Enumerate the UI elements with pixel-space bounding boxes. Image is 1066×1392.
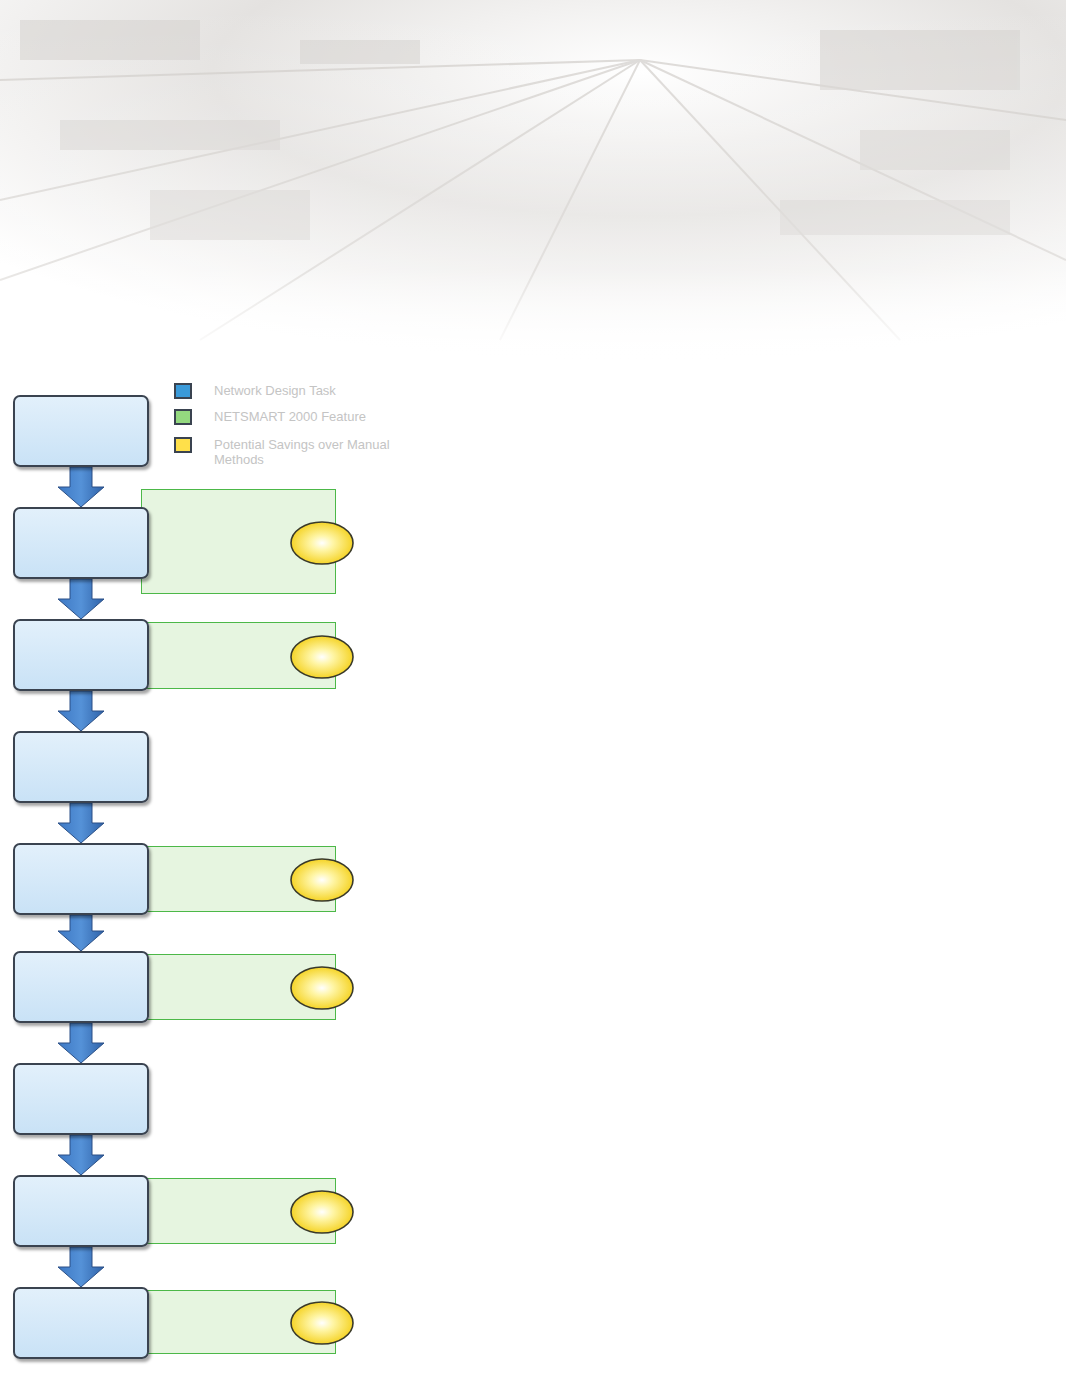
savings-coin [289, 965, 355, 1011]
legend-label: NETSMART 2000 Feature [214, 409, 404, 424]
task-box [13, 507, 149, 579]
legend-item: Potential Savings over Manual Methods [174, 437, 404, 467]
legend-item: Network Design Task [174, 383, 404, 399]
legend-swatch [174, 383, 192, 399]
task-box [13, 1175, 149, 1247]
feature-box [141, 1290, 336, 1354]
feature-box [141, 846, 336, 912]
legend-swatch [174, 437, 192, 453]
savings-coin [289, 520, 355, 566]
savings-coin [289, 634, 355, 680]
flow-arrow [58, 691, 104, 731]
feature-box [141, 954, 336, 1020]
legend-item: NETSMART 2000 Feature [174, 409, 404, 425]
task-box [13, 1063, 149, 1135]
task-box [13, 843, 149, 915]
flow-arrow [58, 1023, 104, 1063]
legend-label: Potential Savings over Manual Methods [214, 437, 404, 467]
task-box [13, 619, 149, 691]
savings-coin [289, 857, 355, 903]
feature-box [141, 489, 336, 594]
task-box [13, 395, 149, 467]
flow-arrow [58, 467, 104, 507]
savings-coin [289, 1189, 355, 1235]
flow-arrow [58, 579, 104, 619]
feature-box [141, 622, 336, 689]
task-box [13, 731, 149, 803]
feature-box [141, 1178, 336, 1244]
legend-label: Network Design Task [214, 383, 404, 398]
flow-arrow [58, 915, 104, 951]
task-box [13, 951, 149, 1023]
legend-swatch [174, 409, 192, 425]
task-box [13, 1287, 149, 1359]
flow-arrow [58, 1135, 104, 1175]
header-illustration [0, 0, 1066, 360]
flow-arrow [58, 1247, 104, 1287]
flow-arrow [58, 803, 104, 843]
savings-coin [289, 1300, 355, 1346]
